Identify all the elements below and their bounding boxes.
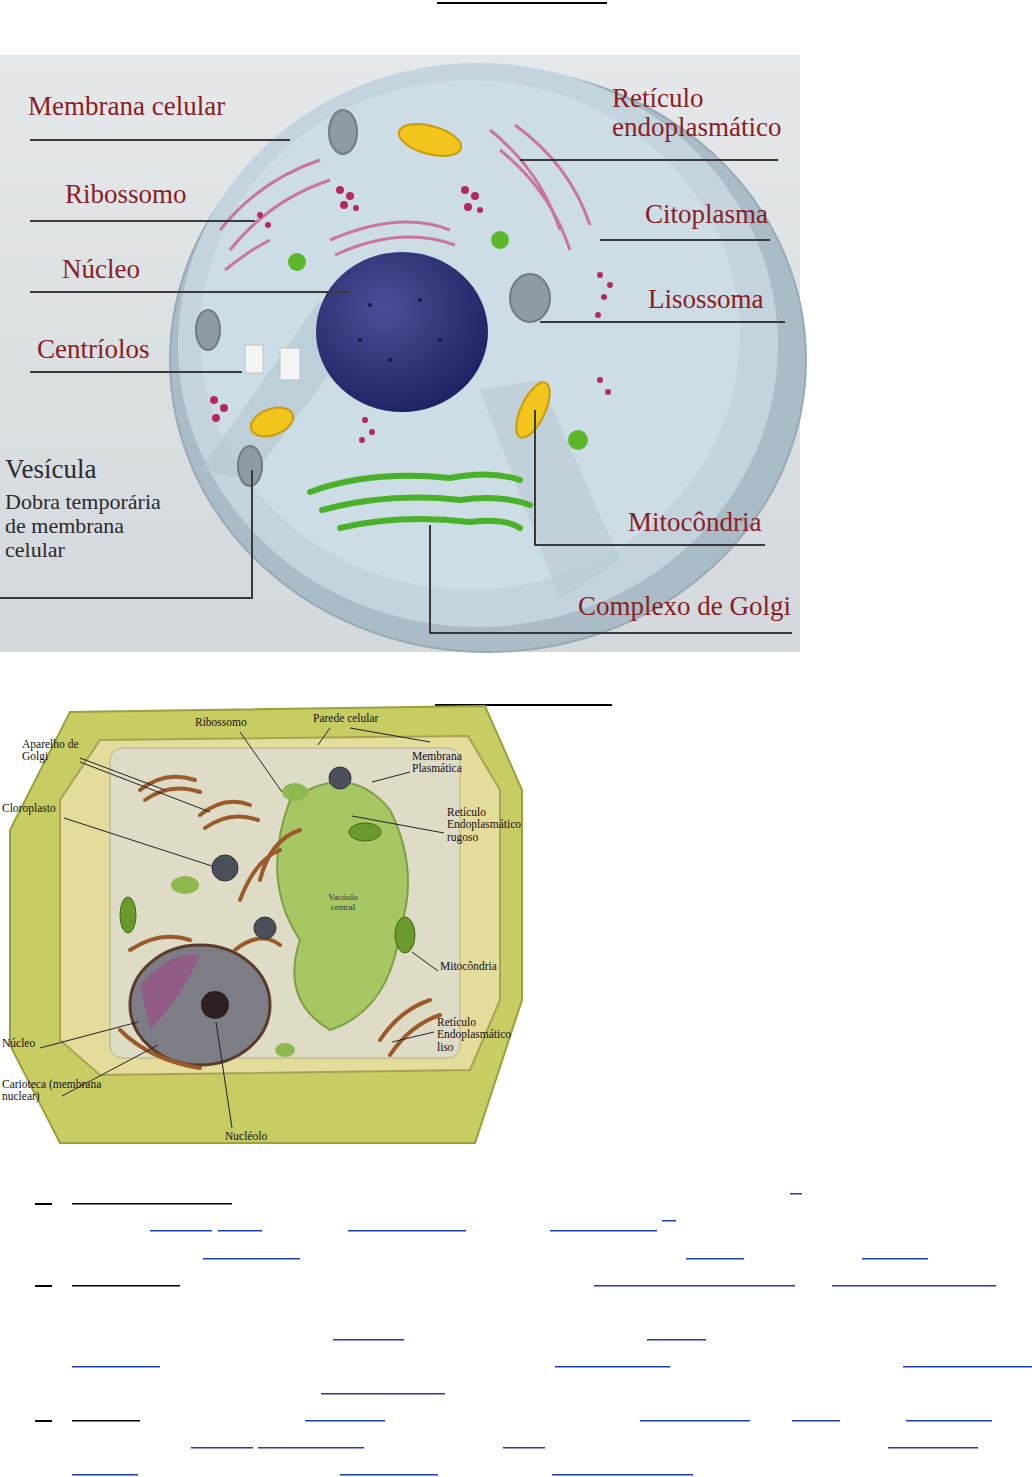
part-label: Complexo de Golgi [578,592,791,621]
part-label: Membrana celular [28,92,225,121]
part-note: Dobra temporária de membrana celular [5,490,183,561]
part-label: Aparelho de Golgi [22,738,80,763]
part-label: Centríolos [37,335,150,364]
part-label: Carioteca (membrana nuclear) [2,1078,120,1103]
part-label: Retículo Endoplasmático rugoso [447,806,531,843]
part-label: Retículo Endoplasmático liso [437,1016,521,1053]
part-label: Retículo endoplasmático [612,84,792,142]
part-label: Membrana Plasmática [412,750,484,775]
part-label: Vesícula [5,455,96,484]
part-label: Mitocôndria [440,960,520,972]
part-label: Mitocôndria [628,508,761,537]
part-label: Cloroplasto [2,802,72,814]
part-label: Citoplasma [645,200,768,229]
part-label: Nucléolo [225,1130,295,1142]
part-label: Ribossomo [195,716,285,728]
part-label: Núcleo [2,1037,62,1049]
part-label: Lisossoma [648,285,764,314]
part-label: Núcleo [62,255,140,284]
part-label: Ribossomo [65,180,187,209]
part-label: Vacúolo central [318,893,368,912]
part-label: Parede celular [313,712,403,724]
